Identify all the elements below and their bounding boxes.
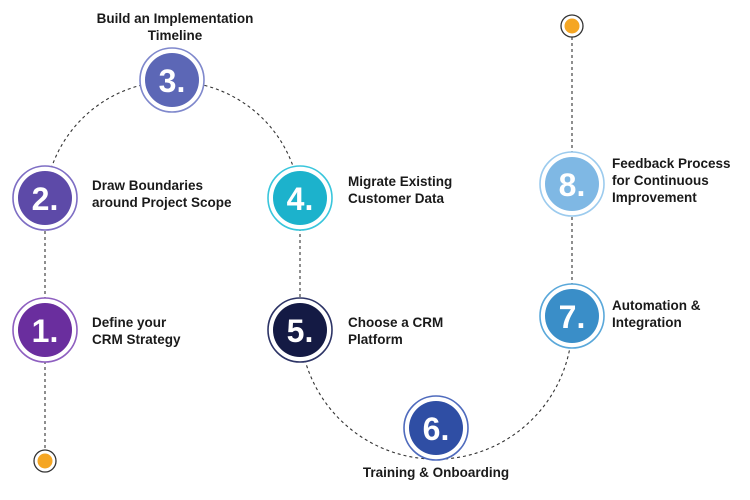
step-number-7: 7. <box>559 299 586 335</box>
step-node-2: 2. <box>12 165 78 231</box>
step-number-1: 1. <box>32 313 59 349</box>
step-label-4: Migrate Existing Customer Data <box>348 174 453 206</box>
step-node-5: 5. <box>267 297 333 363</box>
step-node-8: 8. <box>539 151 605 217</box>
connector-arc-bottom <box>299 315 573 460</box>
step-node-4: 4. <box>267 165 333 231</box>
step-label-6: Training & Onboarding <box>362 465 510 480</box>
step-label-2: Draw Boundaries around Project Scope <box>92 178 232 210</box>
step-label-5: Choose a CRM Platform <box>348 315 444 347</box>
step-number-3: 3. <box>159 63 186 99</box>
start-endpoint <box>33 449 57 473</box>
step-number-4: 4. <box>287 181 314 217</box>
step-number-5: 5. <box>287 313 314 349</box>
step-label-8: Feedback Process for Continuous Improvem… <box>612 156 731 205</box>
step-label-1: Define your CRM Strategy <box>92 315 181 347</box>
step-number-2: 2. <box>32 181 59 217</box>
step-node-7: 7. <box>539 283 605 349</box>
step-number-8: 8. <box>559 167 586 203</box>
step-node-1: 1. <box>12 297 78 363</box>
step-number-6: 6. <box>423 411 450 447</box>
step-label-3: Build an Implementation Timeline <box>96 11 254 43</box>
end-endpoint <box>560 14 584 38</box>
step-node-6: 6. <box>403 395 469 461</box>
step-node-3: 3. <box>139 47 205 113</box>
step-label-7: Automation & Integration <box>612 298 701 330</box>
